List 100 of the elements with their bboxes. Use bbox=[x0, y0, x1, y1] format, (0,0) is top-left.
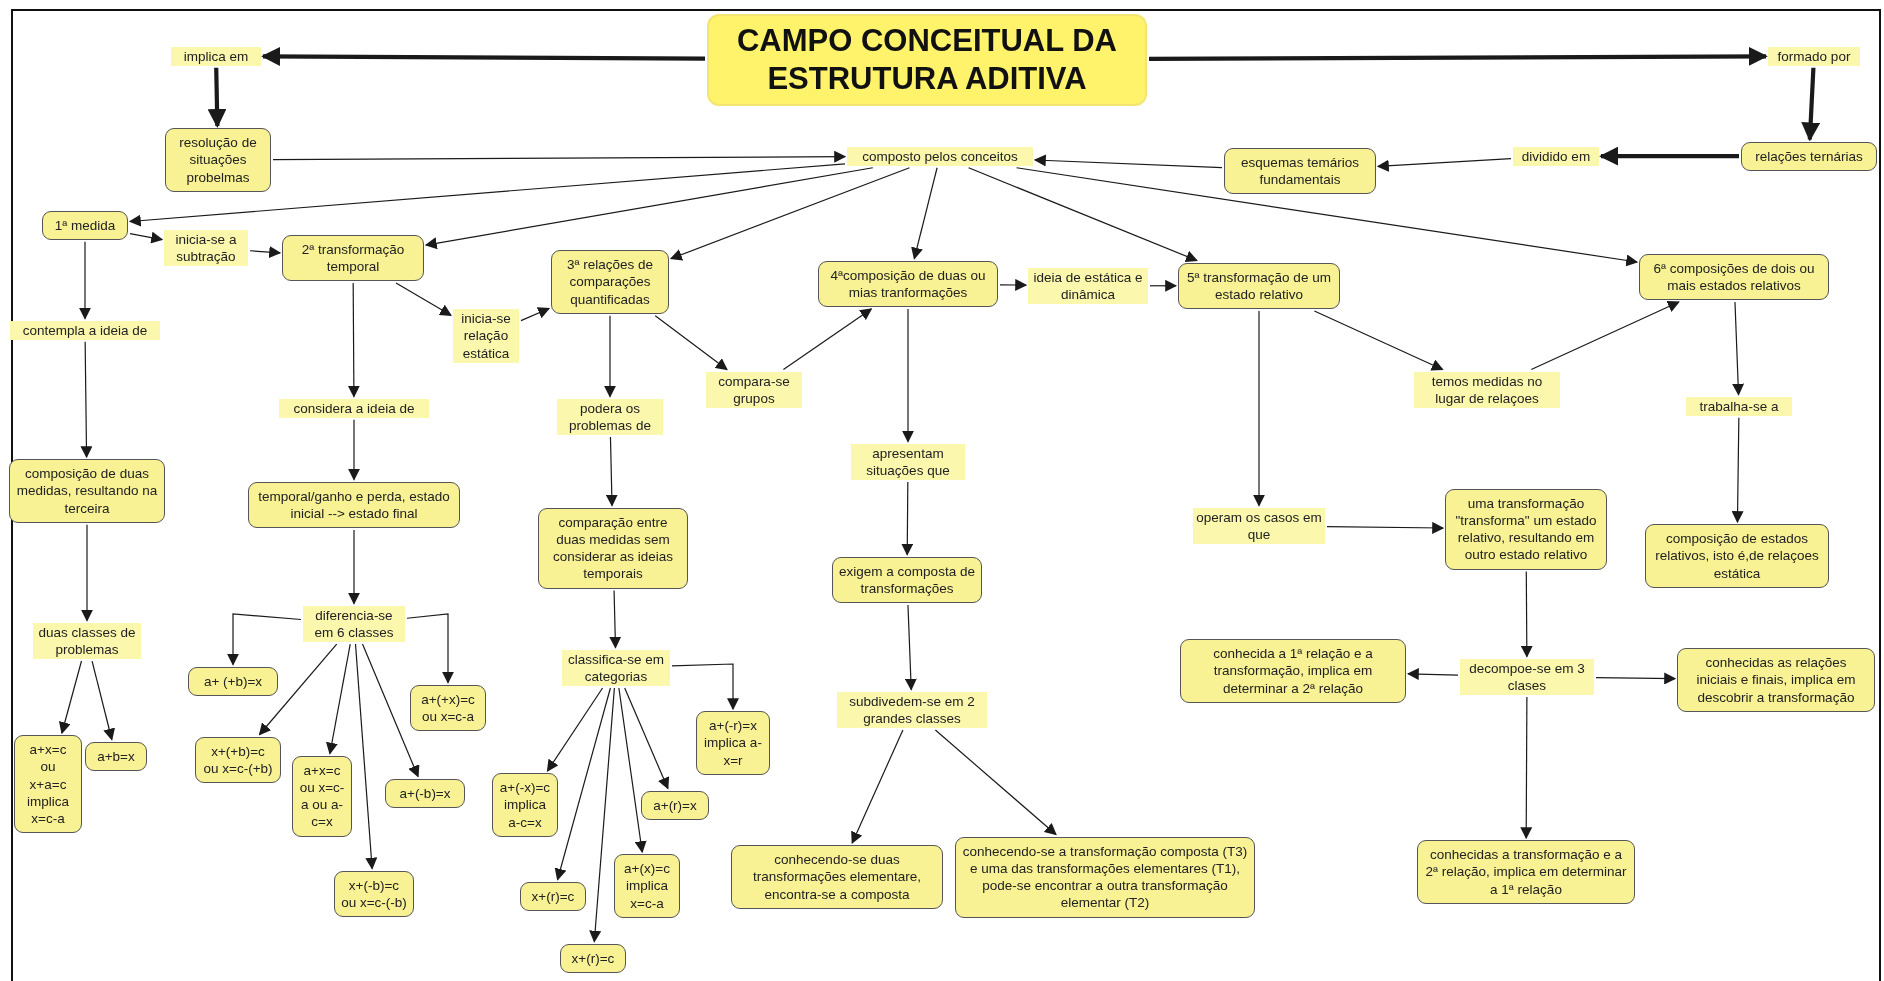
arrow bbox=[361, 643, 420, 778]
concept-box: x+(r)=c bbox=[520, 881, 586, 911]
linking-phrase: trabalha-se a bbox=[1686, 396, 1792, 416]
arrow bbox=[520, 307, 551, 322]
concept-box: a+(-x)=c implica a-c=x bbox=[492, 773, 558, 837]
arrow bbox=[904, 604, 917, 691]
arrow bbox=[902, 308, 914, 443]
arrow bbox=[249, 246, 282, 259]
arrow bbox=[325, 643, 351, 755]
concept-box: conhecendo-se duas transformações elementare, encontra-se a composta bbox=[731, 845, 943, 909]
arrow bbox=[671, 663, 739, 711]
concept-box: a+x=c ou x=c-a ou a-c=x bbox=[292, 755, 352, 837]
concept-box: conhecidas as relações iniciais e finais, implica em descobrir a transformação bbox=[1677, 648, 1875, 712]
linking-phrase: dividido em bbox=[1513, 146, 1599, 166]
arrow bbox=[911, 167, 938, 260]
arrow bbox=[424, 167, 874, 250]
arrow bbox=[968, 167, 1198, 262]
concept-box: a+b=x bbox=[85, 741, 147, 771]
concept-box: 4ªcomposição de duas ou mias tranformações bbox=[818, 260, 998, 308]
arrow bbox=[227, 613, 302, 666]
arrow bbox=[129, 231, 164, 244]
arrow bbox=[348, 419, 360, 481]
concept-box: resolução de situações probelmas bbox=[165, 128, 271, 192]
concept-box: temporal/ganho e perda, estado inicial --> estado final bbox=[248, 481, 460, 529]
linking-phrase: composto pelos conceitos bbox=[847, 146, 1033, 166]
concept-box: a+ (+b)=x bbox=[188, 666, 278, 696]
arrow bbox=[654, 315, 728, 371]
arrow bbox=[624, 687, 670, 790]
concept-box: 6ª composições de dois ou mais estados relativos bbox=[1639, 253, 1829, 301]
arrow bbox=[1732, 301, 1745, 396]
concept-box: a+x=c ou x+a=c implica x=c-a bbox=[14, 735, 82, 834]
linking-phrase: temos medidas no lugar de relaçoes bbox=[1414, 371, 1560, 409]
linking-phrase: podera os problemas de bbox=[557, 398, 663, 436]
arrow bbox=[91, 660, 115, 741]
arrow bbox=[395, 282, 453, 316]
concept-box: x+(r)=c bbox=[560, 943, 626, 973]
concept-box: uma transformação "transforma" um estado relativo, resultando em outro estado relativo bbox=[1445, 488, 1607, 570]
concept-box: 1ª medida bbox=[42, 210, 128, 240]
arrow bbox=[80, 341, 93, 459]
arrow bbox=[934, 729, 1057, 836]
concept-box: 3ª relações de comparações quantificadas bbox=[551, 250, 669, 314]
arrow bbox=[782, 308, 873, 371]
linking-phrase: ideia de estática e dinâmica bbox=[1028, 267, 1148, 305]
linking-phrase: operam os casos em que bbox=[1193, 507, 1325, 545]
arrow bbox=[354, 643, 378, 870]
arrow bbox=[901, 481, 914, 556]
concept-box: comparação entre duas medidas sem considerar as ideias temporais bbox=[538, 507, 688, 589]
concept-box: a+(x)=c implica x=c-a bbox=[614, 854, 680, 918]
arrow bbox=[1599, 146, 1739, 166]
arrow bbox=[546, 687, 604, 772]
linking-phrase: inicia-se a subtração bbox=[164, 229, 248, 267]
arrow bbox=[1313, 310, 1444, 371]
concept-box: composição de duas medidas, resultando na terceira bbox=[9, 459, 165, 523]
arrow bbox=[1731, 417, 1744, 524]
arrow bbox=[1326, 521, 1445, 534]
concept-box: esquemas temários fundamentais bbox=[1224, 147, 1376, 195]
linking-phrase: formado por bbox=[1768, 46, 1860, 66]
arrow bbox=[348, 529, 360, 605]
concept-box: exigem a composta de transformações bbox=[832, 556, 982, 604]
arrow bbox=[1406, 668, 1459, 681]
title-box: CAMPO CONCEITUAL DA ESTRUTURA ADITIVA bbox=[707, 14, 1147, 106]
arrow bbox=[605, 436, 618, 507]
arrow bbox=[1253, 310, 1265, 507]
concept-box: x+(+b)=c ou x=c-(+b) bbox=[195, 736, 281, 784]
concept-box: a+(-b)=x bbox=[385, 778, 465, 808]
concept-box: a+(-r)=x implica a-x=r bbox=[696, 711, 770, 775]
arrow bbox=[1149, 46, 1768, 66]
arrow bbox=[609, 589, 622, 649]
linking-phrase: duas classes de problemas bbox=[33, 622, 141, 660]
linking-phrase: subdivedem-se em 2 grandes classes bbox=[837, 691, 987, 729]
linking-phrase: decompoe-se em 3 clases bbox=[1460, 658, 1594, 696]
arrow bbox=[81, 524, 93, 622]
arrow bbox=[258, 643, 338, 736]
linking-phrase: compara-se grupos bbox=[706, 371, 802, 409]
arrow bbox=[1520, 696, 1533, 840]
linking-phrase: implica em bbox=[171, 46, 261, 66]
arrow bbox=[851, 729, 904, 845]
arrow bbox=[1595, 672, 1677, 685]
arrow bbox=[1801, 67, 1821, 142]
arrow bbox=[207, 67, 227, 128]
concept-box: x+(-b)=c ou x=c-(-b) bbox=[334, 870, 414, 918]
arrow bbox=[79, 241, 91, 320]
linking-phrase: inicia-se relação estática bbox=[453, 309, 519, 363]
arrow bbox=[1033, 154, 1223, 169]
arrow bbox=[604, 315, 616, 398]
arrow bbox=[1376, 158, 1512, 172]
arrow bbox=[261, 47, 705, 66]
arrow bbox=[1149, 279, 1178, 292]
concept-box: a+(+x)=c ou x=c-a bbox=[410, 684, 486, 732]
linking-phrase: classifica-se em categorias bbox=[562, 649, 670, 687]
arrow bbox=[554, 687, 611, 881]
arrow bbox=[347, 282, 360, 398]
concept-box: conhecendo-se a transformação composta (T3) e uma das transformações elementares (T1), pode-se encontrar a outra transformação elementar (T2) bbox=[955, 836, 1255, 918]
linking-phrase: apresentam situações que bbox=[851, 443, 965, 481]
arrow bbox=[1520, 570, 1533, 658]
concept-box: 2ª transformação temporal bbox=[282, 234, 424, 282]
concept-box: 5ª transformação de um estado relativo bbox=[1178, 262, 1340, 310]
concept-box: conhecida a 1ª relação e a transformação, implica em determinar a 2ª relação bbox=[1180, 639, 1406, 703]
arrow bbox=[272, 150, 847, 163]
arrow bbox=[1530, 301, 1680, 371]
